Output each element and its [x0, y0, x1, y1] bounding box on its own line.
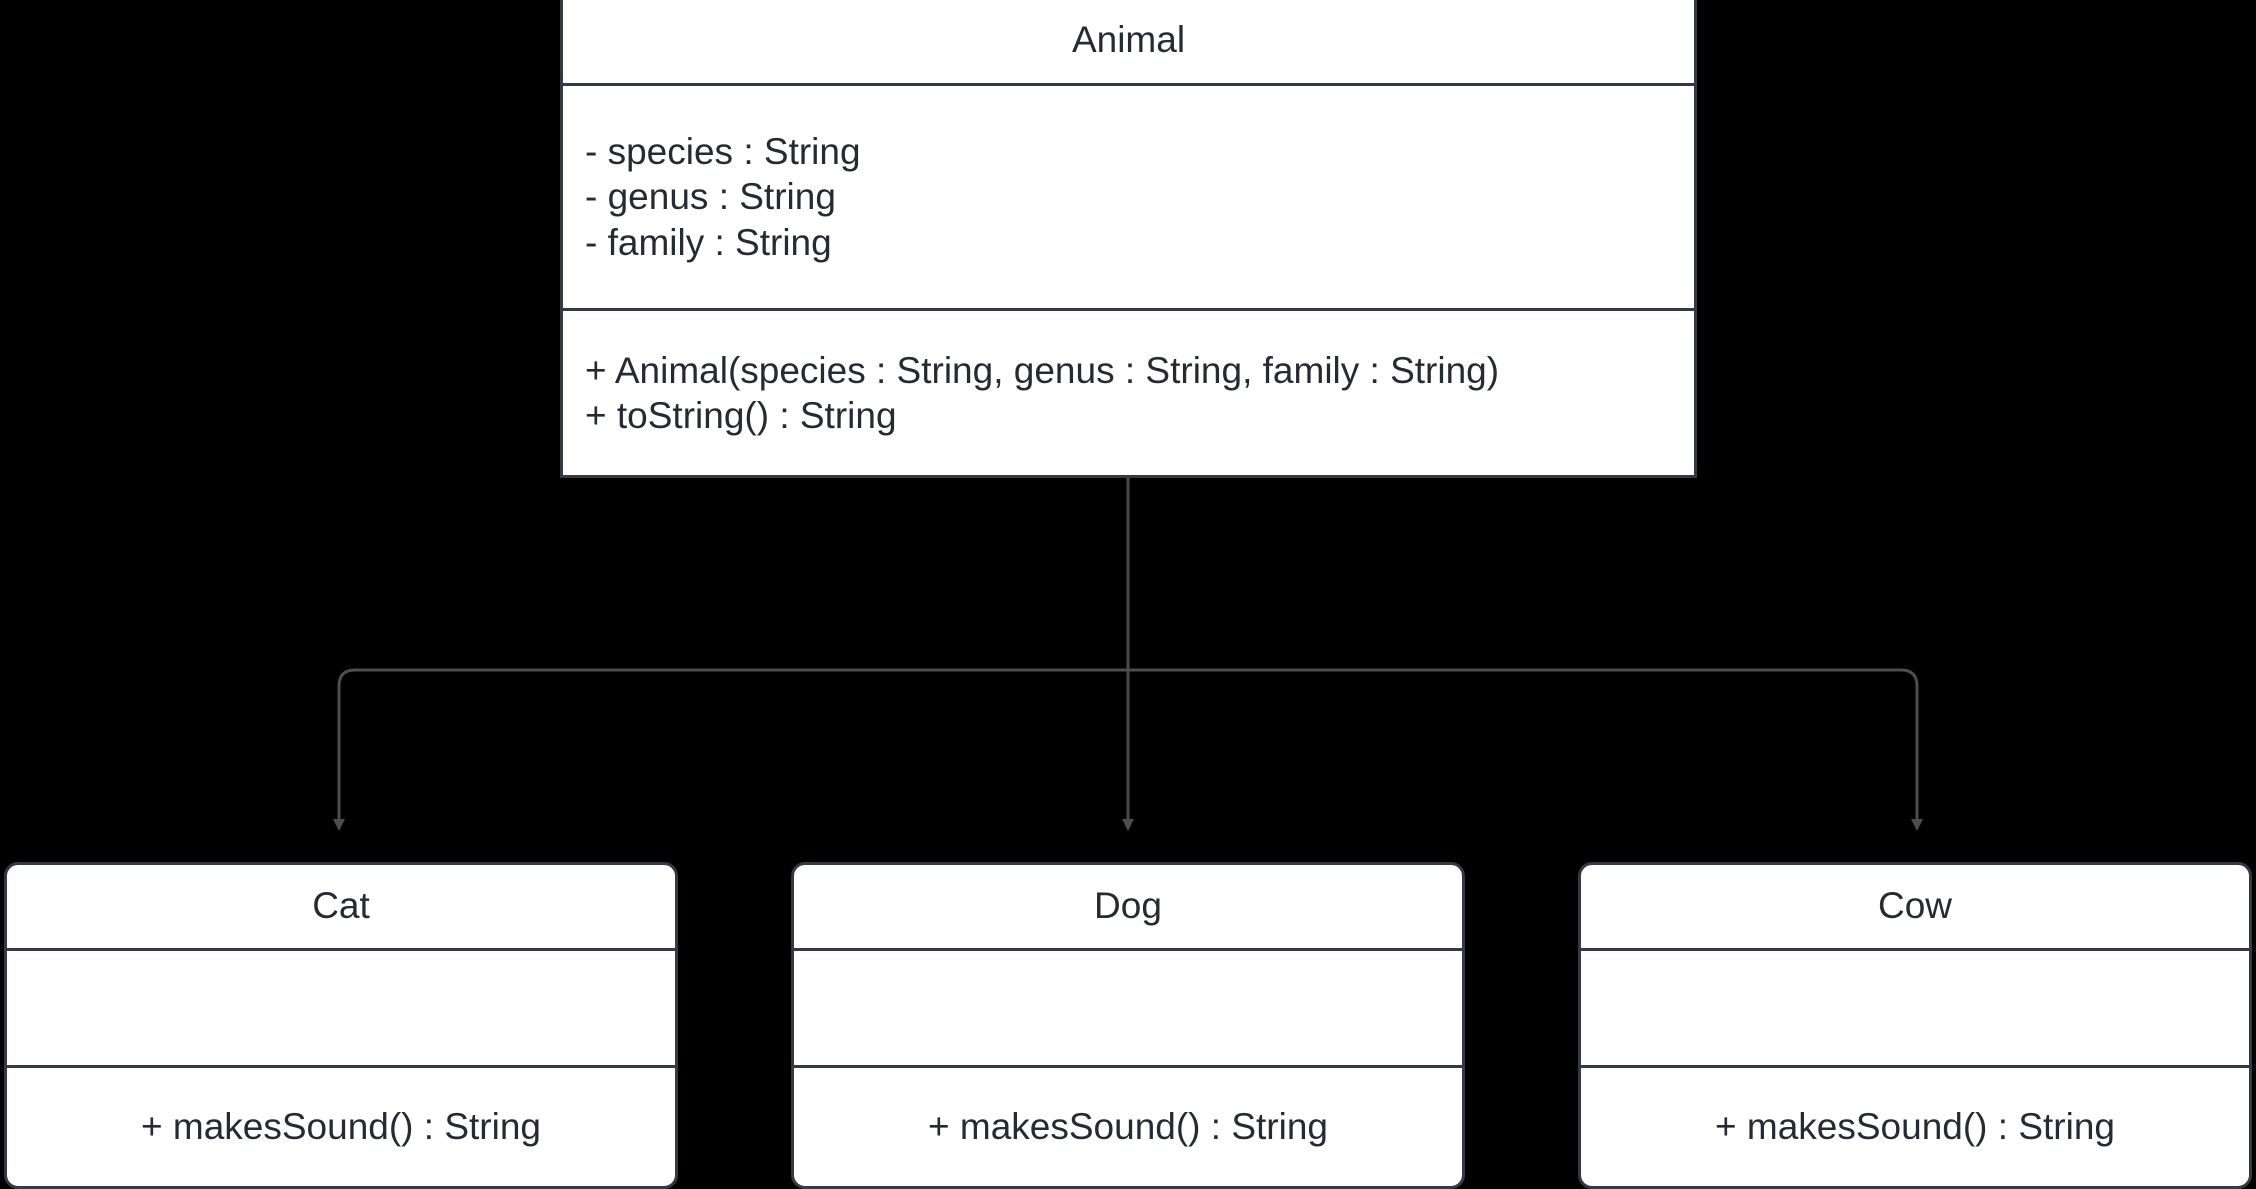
- class-title-section: Cow: [1581, 865, 2249, 948]
- class-attributes-section: [794, 948, 1462, 1065]
- method-row: + toString() : String: [585, 395, 897, 436]
- method-row: + makesSound() : String: [928, 1106, 1328, 1148]
- method-row: + Animal(species : String, genus : Strin…: [585, 349, 1500, 391]
- class-name-cow: Cow: [1877, 885, 1953, 927]
- attribute-row: - genus : String: [585, 176, 836, 218]
- connector-animal-to-cow: [1128, 668, 1923, 831]
- connector-animal-to-cat: [333, 660, 1130, 831]
- class-title-section: Dog: [794, 865, 1462, 948]
- class-attributes-section: [1581, 948, 2249, 1065]
- class-name-cat: Cat: [312, 885, 370, 927]
- attribute-row: - species : String: [585, 131, 861, 173]
- uml-class-cat[interactable]: Cat + makesSound() : String: [4, 862, 678, 1189]
- class-name-dog: Dog: [1094, 885, 1162, 927]
- class-methods-section: + Animal(species : String, genus : Strin…: [563, 308, 1694, 475]
- class-methods-section: + makesSound() : String: [1581, 1065, 2249, 1186]
- attribute-row: - family : String: [585, 221, 832, 263]
- class-attributes-section: [7, 948, 675, 1065]
- class-name-animal: Animal: [1071, 18, 1186, 60]
- class-title-section: Animal: [563, 0, 1694, 83]
- class-attributes-section: - species : String - genus : String - fa…: [563, 83, 1694, 308]
- class-methods-section: + makesSound() : String: [794, 1065, 1462, 1186]
- class-methods-section: + makesSound() : String: [7, 1065, 675, 1186]
- uml-class-dog[interactable]: Dog + makesSound() : String: [791, 862, 1465, 1189]
- method-row: + makesSound() : String: [141, 1106, 541, 1148]
- method-row: + makesSound() : String: [1715, 1106, 2115, 1148]
- uml-class-cow[interactable]: Cow + makesSound() : String: [1578, 862, 2252, 1189]
- uml-class-animal[interactable]: Animal - species : String - genus : Stri…: [560, 0, 1697, 478]
- class-title-section: Cat: [7, 865, 675, 948]
